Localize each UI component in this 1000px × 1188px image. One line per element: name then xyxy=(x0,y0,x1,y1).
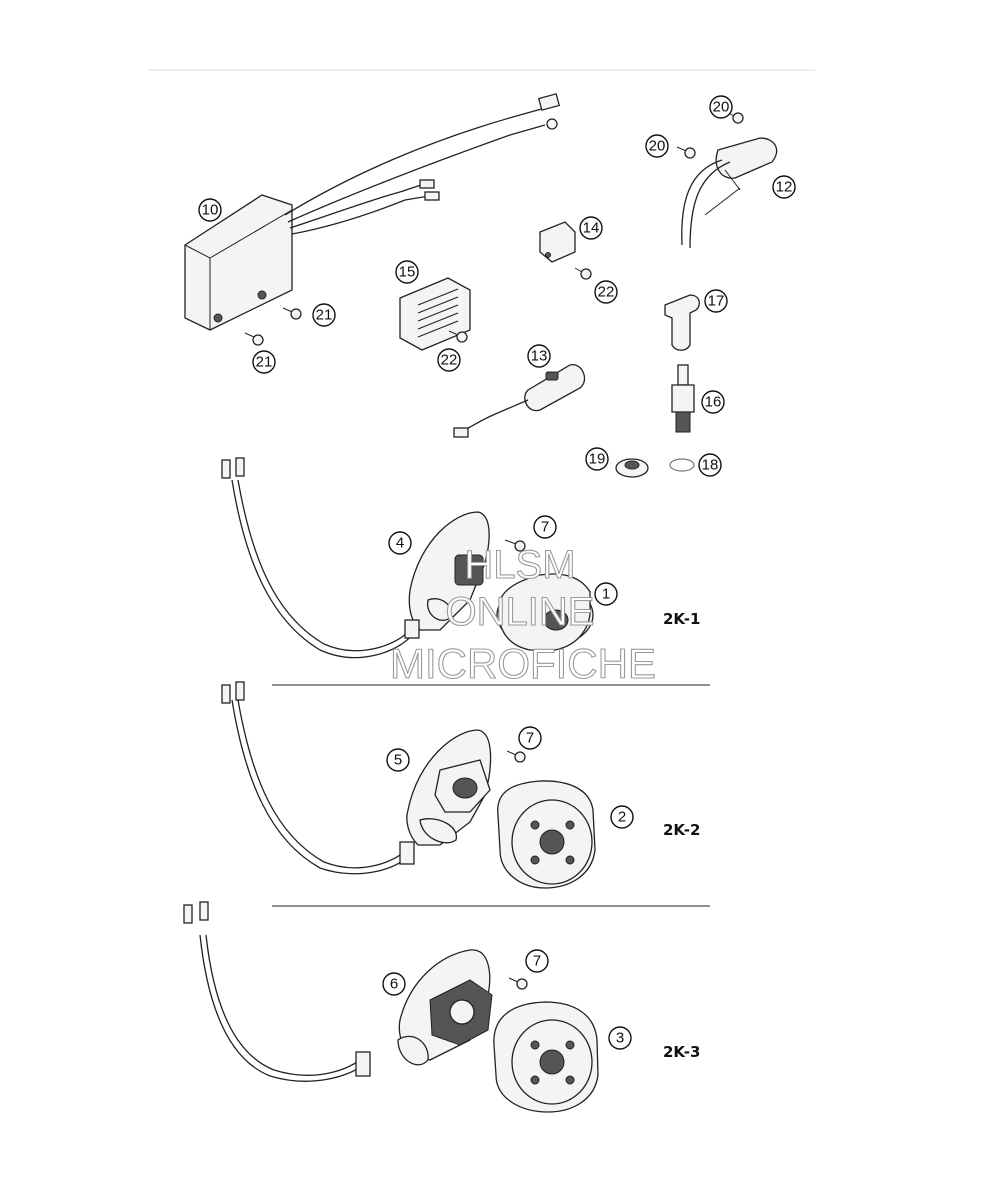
flywheel-2k3 xyxy=(493,1001,599,1113)
callout-7-2k3: 7 xyxy=(525,949,549,973)
svg-text:13: 13 xyxy=(531,348,548,365)
variant-label-2k3: 2K-3 xyxy=(663,1043,700,1061)
svg-text:14: 14 xyxy=(583,220,600,237)
voltage-regulator xyxy=(399,277,471,351)
stator-2k2 xyxy=(221,681,492,875)
stator-2k3 xyxy=(183,901,493,1082)
callout-6: 6 xyxy=(382,972,406,996)
svg-text:18: 18 xyxy=(702,457,719,474)
svg-text:7: 7 xyxy=(526,730,534,747)
watermark: HLSM ONLINE MICROFICHE xyxy=(389,542,656,687)
callout-4: 4 xyxy=(388,531,412,555)
svg-text:19: 19 xyxy=(589,451,606,468)
bolt-22-lower xyxy=(448,330,468,343)
callout-15: 15 xyxy=(395,260,419,284)
callout-22-lower: 22 xyxy=(437,348,461,372)
flywheel-2k2 xyxy=(497,780,596,889)
flywheel-2k1 xyxy=(496,573,594,651)
svg-text:10: 10 xyxy=(202,202,219,219)
svg-text:HLSM: HLSM xyxy=(464,543,575,587)
callout-3: 3 xyxy=(608,1026,632,1050)
svg-text:22: 22 xyxy=(441,352,458,369)
spark-plug-nut xyxy=(615,458,649,478)
bolt-22-upper xyxy=(574,267,592,280)
cdi-unit xyxy=(184,93,561,331)
callout-20-left: 20 xyxy=(645,134,669,158)
svg-text:ONLINE: ONLINE xyxy=(446,590,595,634)
spark-plug xyxy=(671,364,695,433)
svg-text:21: 21 xyxy=(256,354,273,371)
callout-2: 2 xyxy=(610,805,634,829)
callout-12: 12 xyxy=(772,175,796,199)
callout-13: 13 xyxy=(527,344,551,368)
relay xyxy=(539,221,576,263)
svg-text:6: 6 xyxy=(390,976,398,993)
bolt-7-2k3 xyxy=(508,977,528,990)
svg-text:12: 12 xyxy=(776,179,793,196)
svg-text:22: 22 xyxy=(598,284,615,301)
callout-14: 14 xyxy=(579,216,603,240)
sealing-ring xyxy=(669,458,695,472)
callout-17: 17 xyxy=(704,289,728,313)
variant-label-2k2: 2K-2 xyxy=(663,821,700,839)
svg-text:21: 21 xyxy=(316,307,333,324)
callout-19: 19 xyxy=(585,447,609,471)
spark-plug-cap xyxy=(664,294,701,351)
svg-text:7: 7 xyxy=(533,953,541,970)
stator-2k1 xyxy=(221,457,490,659)
svg-text:5: 5 xyxy=(394,752,402,769)
svg-text:1: 1 xyxy=(602,586,610,603)
capacitor xyxy=(453,364,586,438)
callout-21-upper: 21 xyxy=(312,303,336,327)
svg-text:4: 4 xyxy=(396,535,404,552)
callout-16: 16 xyxy=(701,390,725,414)
callout-20-top: 20 xyxy=(709,95,733,119)
svg-text:7: 7 xyxy=(541,519,549,536)
svg-text:16: 16 xyxy=(705,394,722,411)
svg-text:20: 20 xyxy=(713,99,730,116)
bolt-20-left xyxy=(676,146,696,159)
svg-text:20: 20 xyxy=(649,138,666,155)
bolt-21-upper xyxy=(282,307,302,320)
svg-text:3: 3 xyxy=(616,1030,624,1047)
callout-21-lower: 21 xyxy=(252,350,276,374)
callout-10: 10 xyxy=(198,198,222,222)
svg-text:2: 2 xyxy=(618,809,626,826)
callout-1: 1 xyxy=(594,582,618,606)
svg-text:17: 17 xyxy=(708,293,725,310)
variant-label-2k1: 2K-1 xyxy=(663,610,700,628)
callout-22-upper: 22 xyxy=(594,280,618,304)
callout-18: 18 xyxy=(698,453,722,477)
bolt-7-2k2 xyxy=(506,750,526,763)
ignition-coil xyxy=(681,137,778,249)
callout-7-2k1: 7 xyxy=(533,515,557,539)
svg-text:MICROFICHE: MICROFICHE xyxy=(390,640,656,687)
bolt-21-lower xyxy=(244,332,264,346)
svg-text:15: 15 xyxy=(399,264,416,281)
callout-7-2k2: 7 xyxy=(518,726,542,750)
callout-5: 5 xyxy=(386,748,410,772)
bolt-7-2k1 xyxy=(504,539,526,552)
